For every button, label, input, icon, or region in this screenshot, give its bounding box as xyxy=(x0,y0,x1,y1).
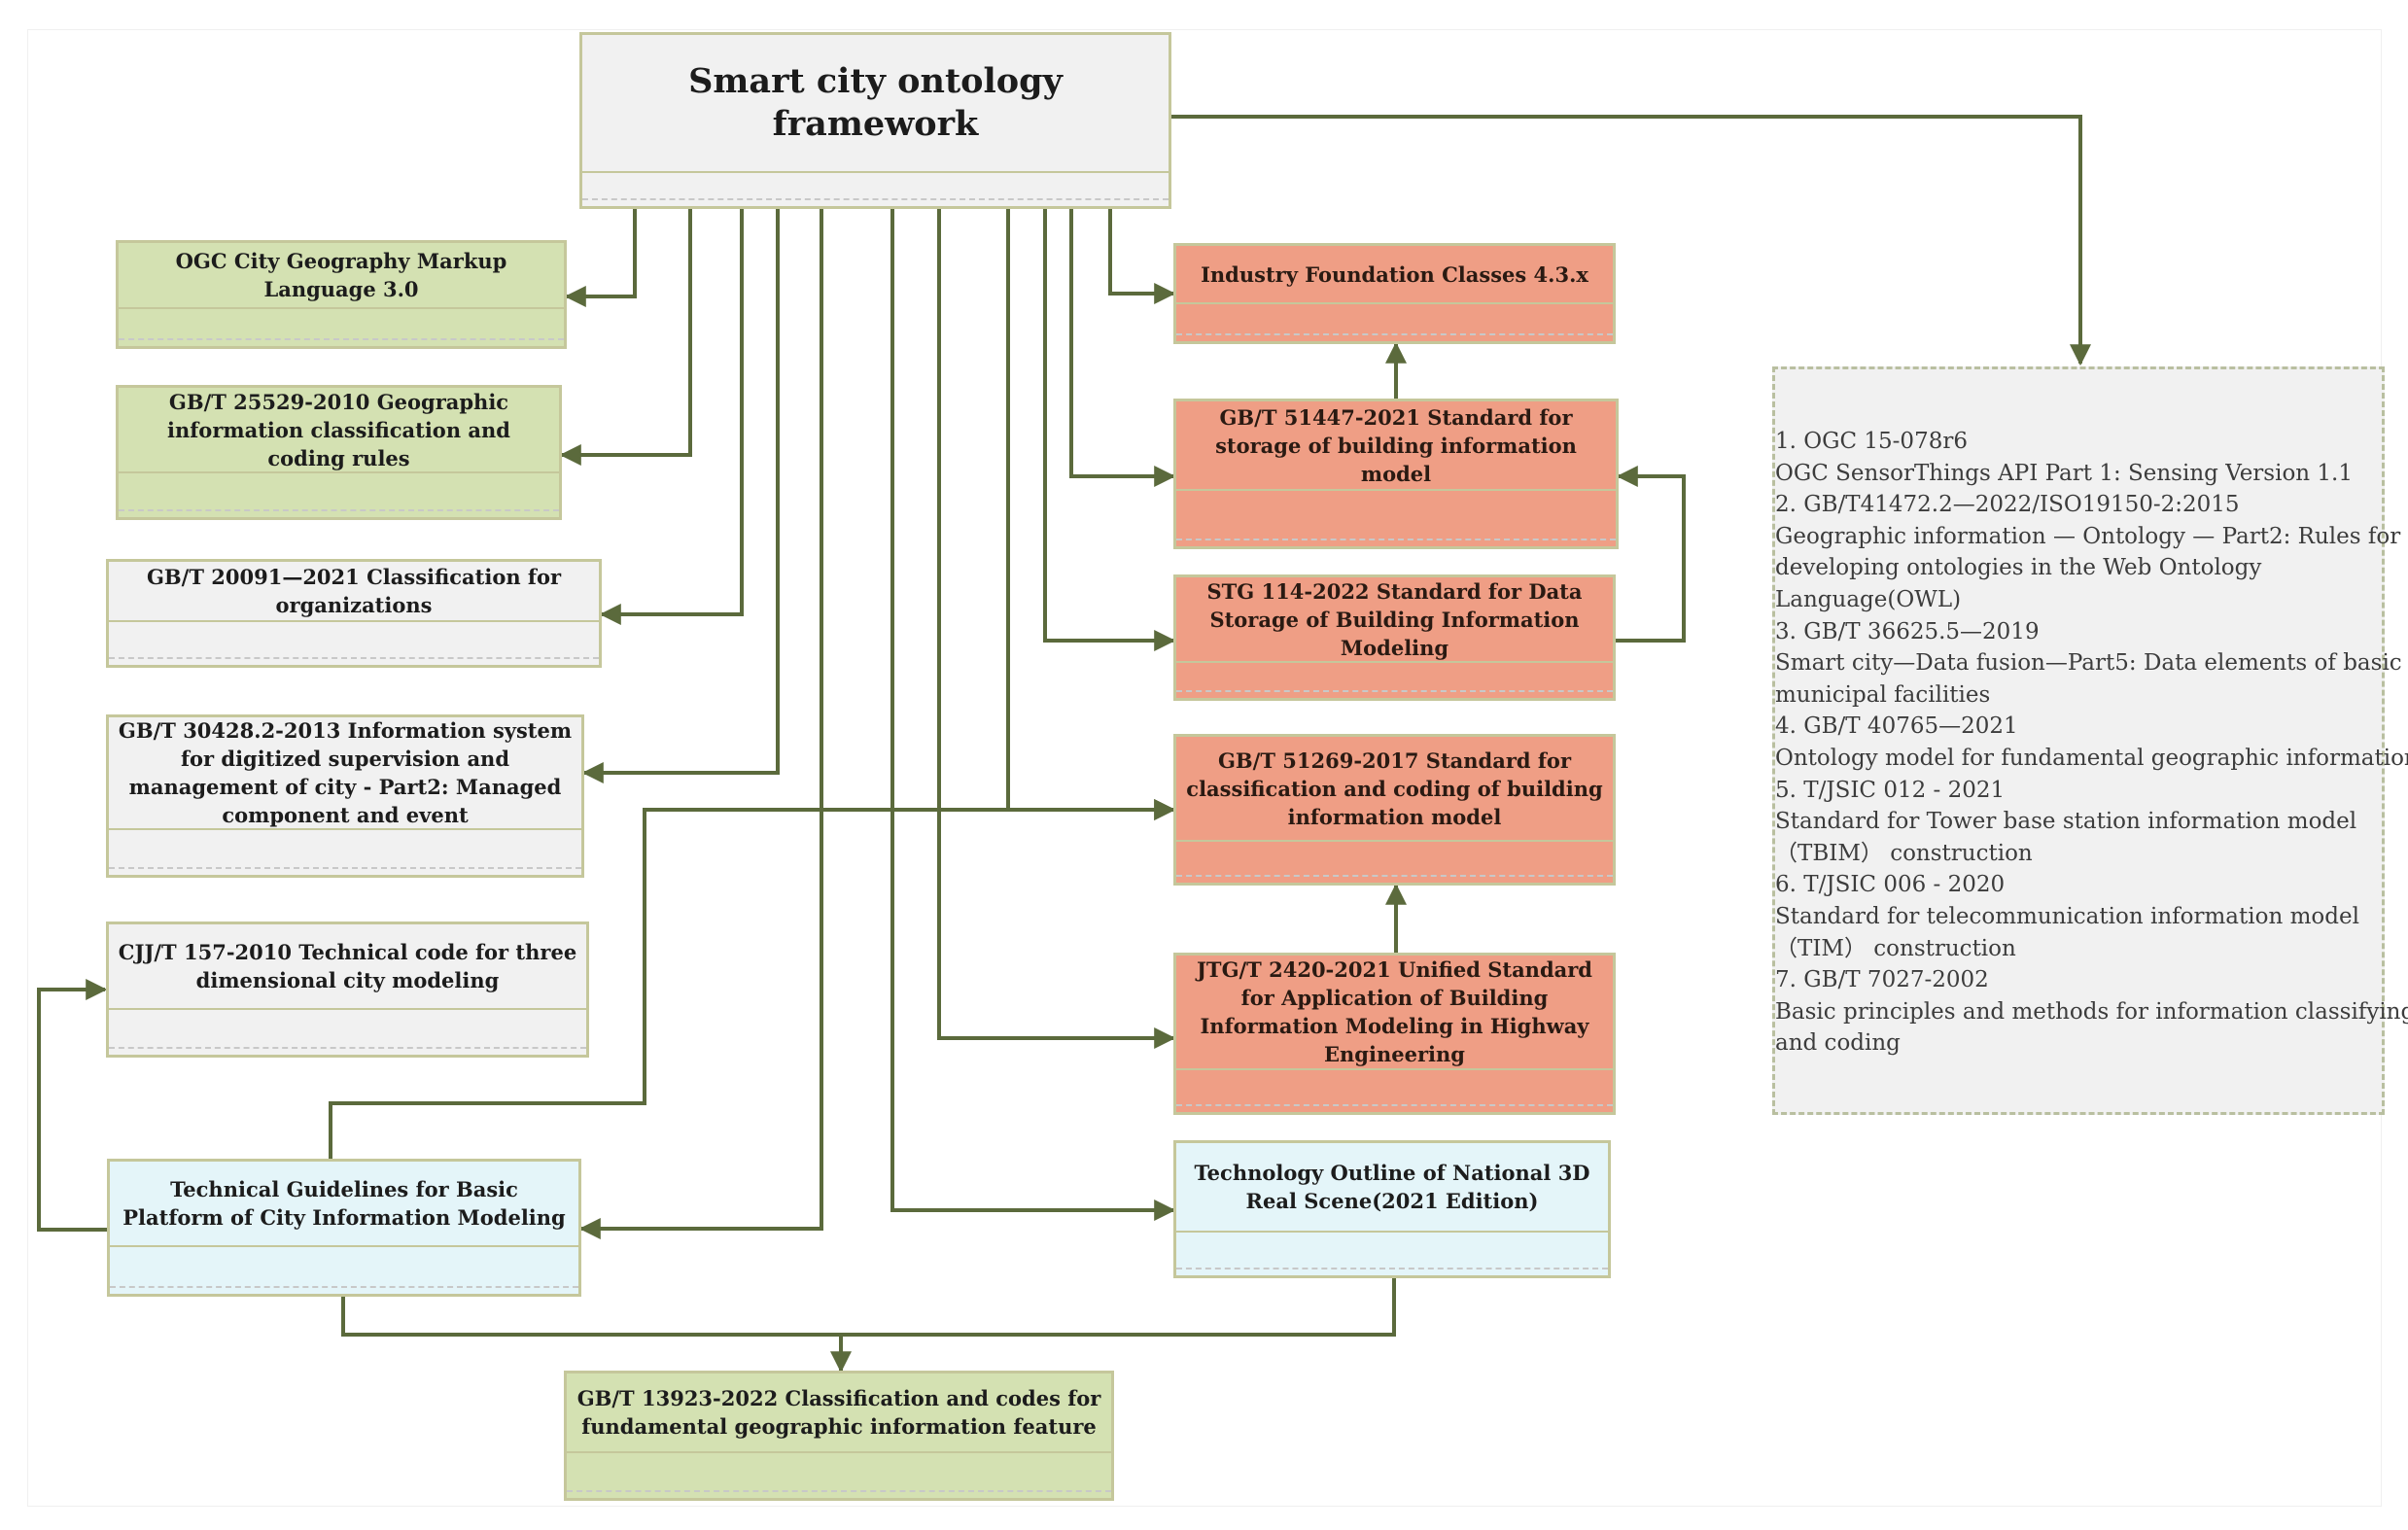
node-gbt51447: GB/T 51447-2021 Standard for storage of … xyxy=(1173,399,1619,549)
edge-guidelines-gbt13923 xyxy=(341,1297,852,1374)
edge-root-gbt51447 xyxy=(1069,209,1176,487)
edge-stg114-gbt51447 xyxy=(1616,466,1686,643)
notes-line: and coding xyxy=(1775,1030,1901,1057)
node-gbt25529: GB/T 25529-2010 Geographic information c… xyxy=(116,385,562,520)
node-gbt51269-label: GB/T 51269-2017 Standard for classificat… xyxy=(1176,737,1613,842)
edge-root-gbt30428 xyxy=(581,209,780,783)
edge-root-gbt51269 xyxy=(1006,209,1176,820)
notes-line: Standard for telecommunication informati… xyxy=(1775,903,2359,929)
notes-line: 4. GB/T 40765—2021 xyxy=(1775,713,2018,740)
notes-line: （TBIM） construction xyxy=(1775,840,2033,866)
node-guidelines: Technical Guidelines for Basic Platform … xyxy=(107,1159,581,1297)
root-node: Smart city ontology framework xyxy=(579,32,1171,209)
node-gbt13923: GB/T 13923-2022 Classification and codes… xyxy=(564,1371,1114,1501)
notes-line: （TIM） construction xyxy=(1775,935,2016,961)
notes-line: 7. GB/T 7027-2002 xyxy=(1775,967,1989,993)
node-jtgt2420: JTG/T 2420-2021 Unified Standard for App… xyxy=(1173,953,1616,1115)
node-cjjt157: CJJ/T 157-2010 Technical code for three … xyxy=(106,921,589,1058)
notes-line: municipal facilities xyxy=(1775,681,1991,708)
notes-line: Language(OWL) xyxy=(1775,586,1962,612)
node-cjjt157-label: CJJ/T 157-2010 Technical code for three … xyxy=(109,924,586,1010)
edge-root-stg114 xyxy=(1043,209,1176,651)
edge-root-ifc xyxy=(1108,209,1176,304)
node-guidelines-label: Technical Guidelines for Basic Platform … xyxy=(110,1162,578,1247)
edge-root-jtgt2420 xyxy=(937,209,1176,1049)
node-ifc-label: Industry Foundation Classes 4.3.x xyxy=(1176,246,1613,304)
node-stg114: STG 114-2022 Standard for Data Storage o… xyxy=(1173,574,1616,701)
root-title: Smart city ontology framework xyxy=(582,35,1169,173)
edge-root-outline3d xyxy=(890,209,1176,1221)
node-gbt25529-label: GB/T 25529-2010 Geographic information c… xyxy=(119,388,559,473)
node-stg114-label: STG 114-2022 Standard for Data Storage o… xyxy=(1176,577,1613,663)
node-outline3d: Technology Outline of National 3D Real S… xyxy=(1173,1140,1611,1278)
node-gbt51447-label: GB/T 51447-2021 Standard for storage of … xyxy=(1176,401,1616,491)
node-citygml: OGC City Geography Markup Language 3.0 xyxy=(116,240,567,349)
node-ifc: Industry Foundation Classes 4.3.x xyxy=(1173,243,1616,344)
node-gbt30428-label: GB/T 30428.2-2013 Information system for… xyxy=(109,717,581,830)
node-gbt51269: GB/T 51269-2017 Standard for classificat… xyxy=(1173,734,1616,886)
edge-outline3d-gbt13923 xyxy=(841,1278,1396,1337)
notes-line: OGC SensorThings API Part 1: Sensing Ver… xyxy=(1775,460,2354,486)
notes-line: 6. T/JSIC 006 - 2020 xyxy=(1775,872,2006,898)
node-gbt13923-label: GB/T 13923-2022 Classification and codes… xyxy=(567,1374,1111,1453)
node-gbt30428: GB/T 30428.2-2013 Information system for… xyxy=(106,714,584,878)
notes-line: Ontology model for fundamental geographi… xyxy=(1775,745,2408,771)
notes-line: developing ontologies in the Web Ontolog… xyxy=(1775,555,2262,581)
notes-line: Standard for Tower base station informat… xyxy=(1775,809,2357,835)
node-gbt20091: GB/T 20091—2021 Classification for organ… xyxy=(106,559,602,668)
edge-guidelines-cjjt157 xyxy=(37,979,108,1232)
notes-line: 2. GB/T41472.2—2022/ISO19150-2:2015 xyxy=(1775,492,2240,518)
notes-line: 3. GB/T 36625.5—2019 xyxy=(1775,618,2040,644)
notes-line: 5. T/JSIC 012 - 2021 xyxy=(1775,777,2006,803)
notes-line: Smart city—Data fusion—Part5: Data eleme… xyxy=(1775,650,2402,677)
node-jtgt2420-label: JTG/T 2420-2021 Unified Standard for App… xyxy=(1176,956,1613,1070)
notes-line: 1. OGC 15-078r6 xyxy=(1775,429,1968,454)
edge-root-gbt25529 xyxy=(559,209,692,466)
notes-line: Geographic information — Ontology — Part… xyxy=(1775,523,2401,549)
node-gbt20091-label: GB/T 20091—2021 Classification for organ… xyxy=(109,562,599,622)
notes-panel: 1. OGC 15-078r6 OGC SensorThings API Par… xyxy=(1772,366,2408,1115)
edge-root-guidelines xyxy=(578,209,823,1239)
edge-root-notes xyxy=(1169,115,2091,366)
notes-line: Basic principles and methods for informa… xyxy=(1775,998,2408,1025)
node-outline3d-label: Technology Outline of National 3D Real S… xyxy=(1176,1143,1608,1233)
edge-root-citygml xyxy=(564,209,637,307)
edge-guidelines-gbt51269 xyxy=(329,799,1176,1159)
node-citygml-label: OGC City Geography Markup Language 3.0 xyxy=(119,243,564,309)
edge-root-gbt20091 xyxy=(599,209,744,625)
